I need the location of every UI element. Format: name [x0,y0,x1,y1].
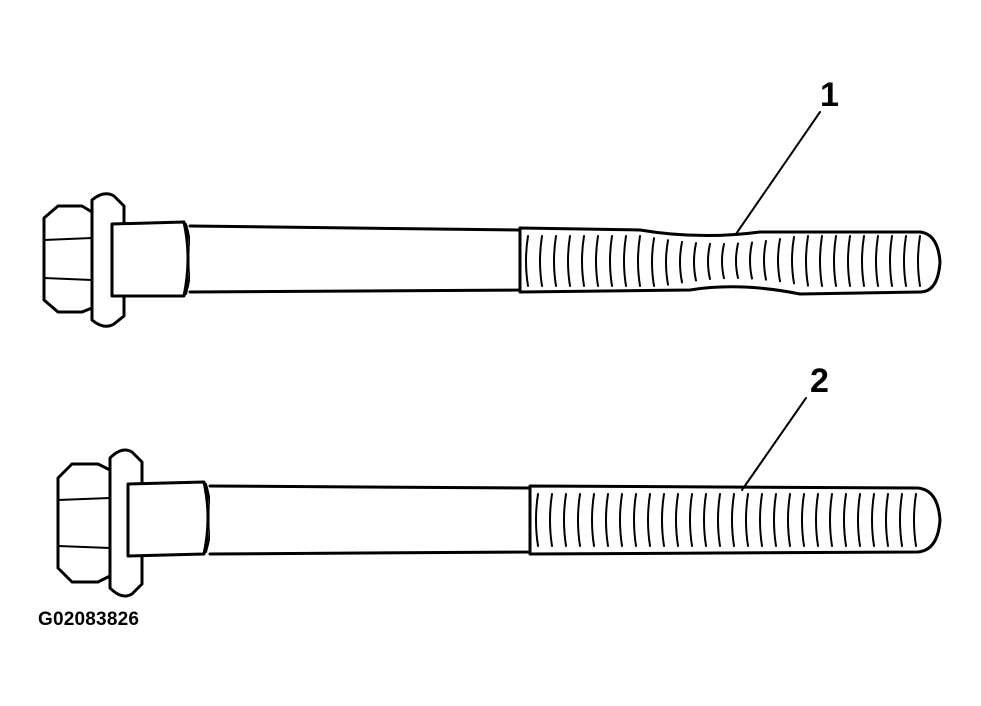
thread-ridge [777,238,781,283]
bolt-1-hex-head [42,204,94,314]
thread-ridge [707,242,711,281]
thread-ridge [889,235,893,287]
thread-ridge [773,493,777,547]
thread-ridge [861,235,865,287]
callout-2-leader [741,397,807,491]
thread-ridge [567,235,571,287]
thread-ridge [525,235,529,287]
thread-ridge [731,493,735,547]
thread-ridge [679,240,683,284]
bolt-2-shank [208,484,532,556]
thread-ridge [539,235,543,287]
thread-ridge [703,493,707,547]
bolt-2-hex-head [56,462,112,584]
thread-ridge [833,235,837,287]
thread-ridge [885,493,889,547]
bolt-1-shank [188,224,522,294]
thread-ridge [899,493,903,547]
thread-ridge [633,493,637,547]
thread-ridge [805,235,809,287]
thread-ridge [847,235,851,287]
thread-ridge [609,235,613,287]
thread-ridge [535,493,539,547]
bolt-2-thread-lines [535,493,917,547]
callout-1-number: 1 [820,76,839,114]
thread-ridge [563,493,567,547]
thread-ridge [815,493,819,547]
bolt-1-thread-lines [525,235,921,287]
bolt-2-normal [56,397,942,598]
thread-ridge [829,493,833,547]
thread-ridge [605,493,609,547]
thread-ridge [917,235,921,287]
thread-ridge [787,493,791,547]
thread-ridge [549,493,553,547]
thread-ridge [553,235,557,287]
bolt-1-shoulder [110,220,190,298]
thread-ridge [693,242,697,282]
thread-ridge [875,235,879,287]
thread-ridge [735,242,739,280]
thread-ridge [689,493,693,547]
thread-ridge [651,237,655,287]
figure-id: G02083826 [38,609,140,630]
bolt-1-stretched [42,111,942,328]
thread-ridge [843,493,847,547]
thread-ridge [903,235,907,287]
thread-ridge [647,493,651,547]
thread-ridge [745,493,749,547]
thread-ridge [591,493,595,547]
thread-ridge [721,242,725,280]
thread-ridge [619,493,623,547]
thread-ridge [759,493,763,547]
thread-ridge [577,493,581,547]
thread-ridge [819,235,823,287]
thread-ridge [801,493,805,547]
thread-ridge [717,493,721,547]
bolt-2-shoulder [126,480,210,558]
thread-ridge [791,235,795,285]
thread-ridge [661,493,665,547]
callout-1-leader [735,111,821,235]
thread-ridge [665,239,669,286]
thread-ridge [595,235,599,287]
thread-ridge [857,493,861,547]
thread-ridge [581,235,585,287]
thread-ridge [749,241,753,280]
thread-ridge [675,493,679,547]
bolt-2-thread-body [528,484,942,556]
thread-ridge [623,235,627,287]
thread-ridge [913,493,917,547]
thread-ridge [871,493,875,547]
thread-ridge [637,235,641,287]
callout-2-number: 2 [810,362,829,400]
thread-ridge [763,239,767,281]
